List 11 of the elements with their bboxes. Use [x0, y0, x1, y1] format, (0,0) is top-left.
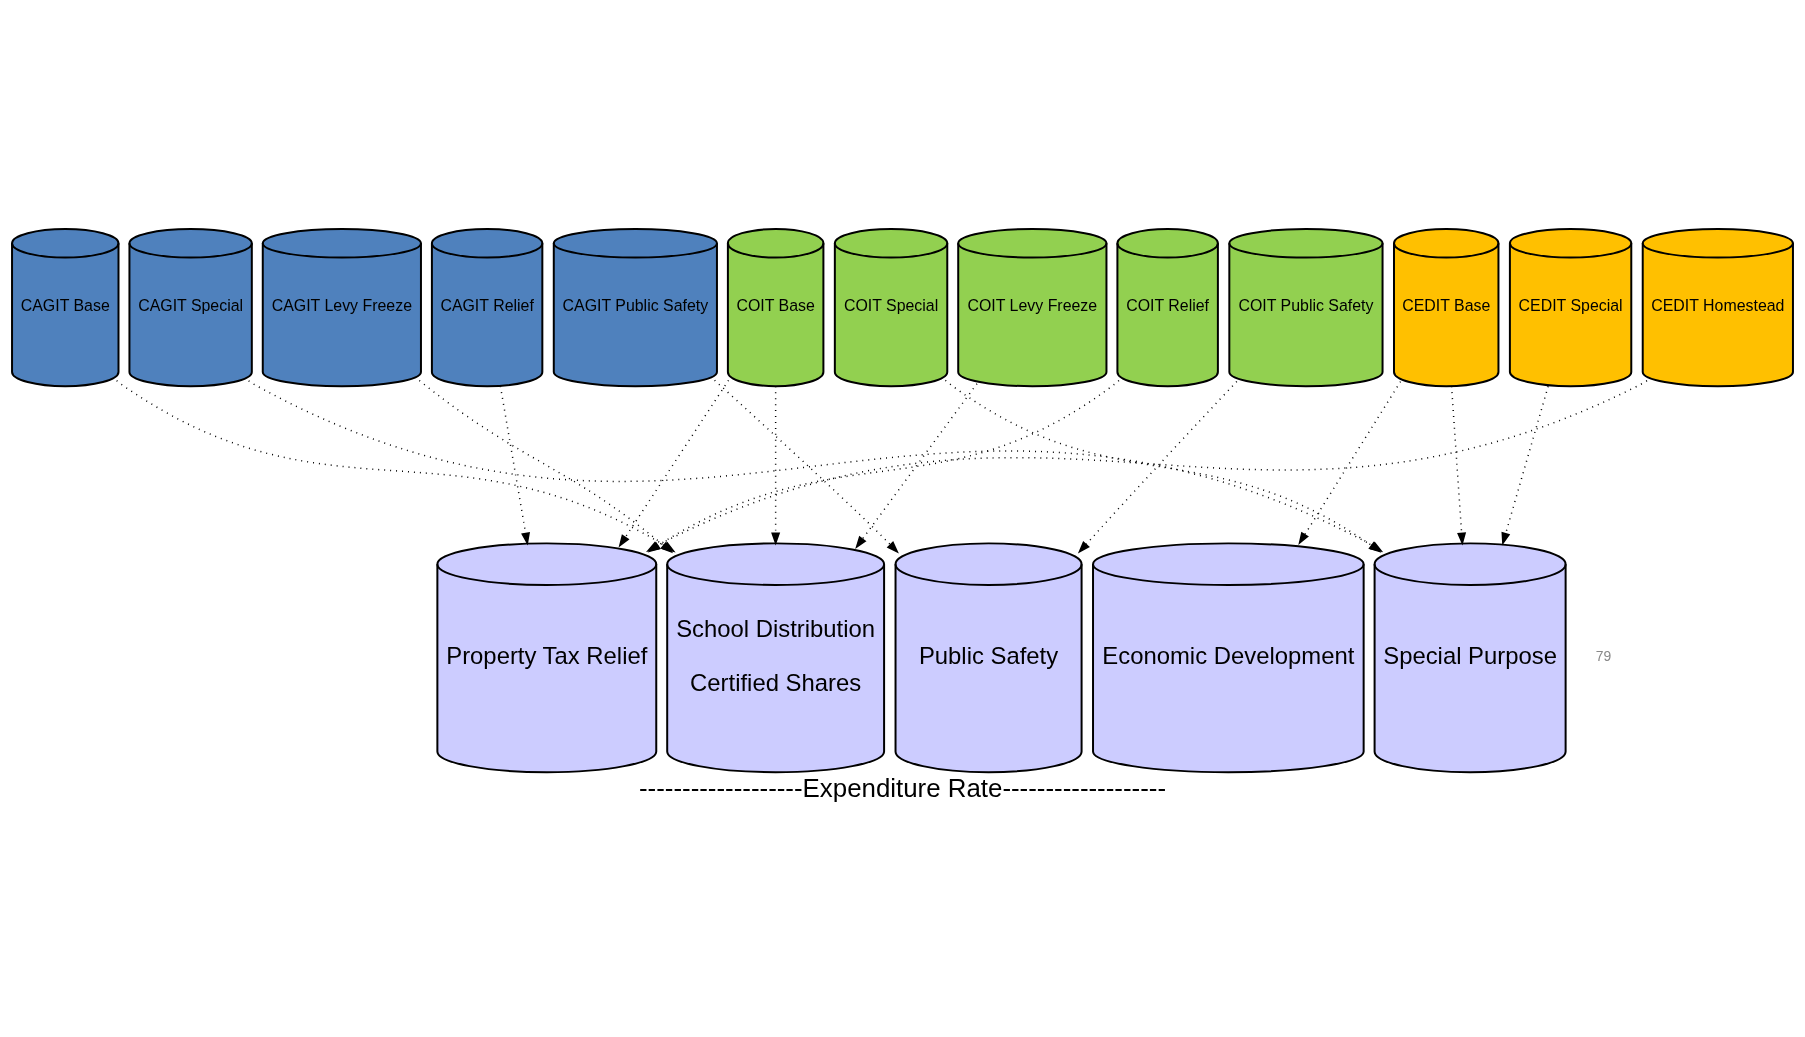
arrow	[618, 379, 730, 548]
arrow	[1450, 385, 1467, 546]
arrow	[855, 382, 978, 549]
arrow	[499, 385, 530, 546]
label: 79	[1595, 647, 1612, 664]
arrow	[1077, 380, 1238, 554]
arrow	[771, 385, 781, 546]
arrow	[1501, 385, 1549, 545]
arrow	[1298, 380, 1402, 545]
arrow	[713, 379, 899, 554]
caption: -------------------Expenditure Rate-------------------	[638, 773, 1167, 802]
